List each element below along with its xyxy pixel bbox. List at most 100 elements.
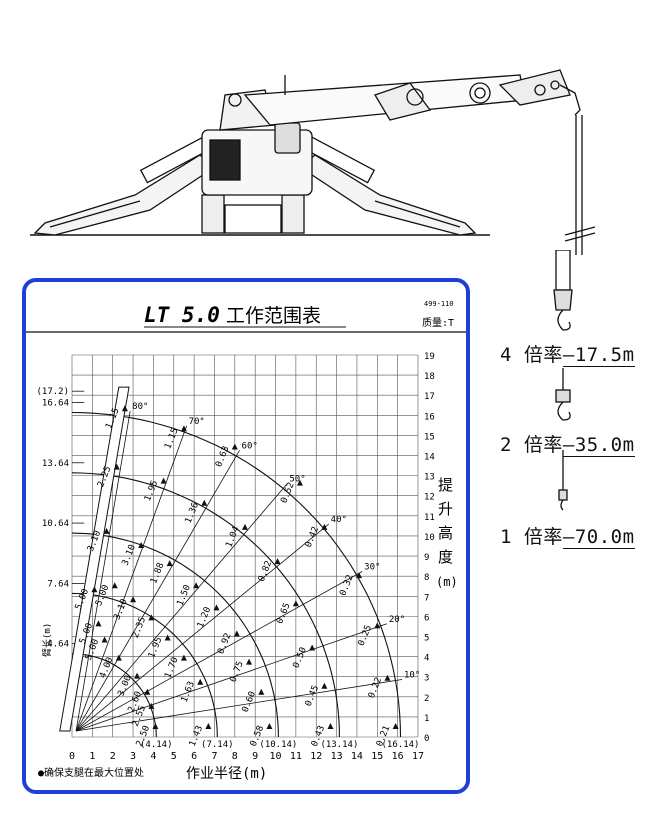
capacity-marker [164, 634, 171, 641]
angle-ray [75, 483, 288, 732]
capacity-marker [148, 614, 155, 621]
x-tick-label: 16 [392, 751, 404, 762]
capacity-marker [258, 688, 265, 695]
x-tick-label: 5 [171, 751, 177, 762]
radius-arc [71, 592, 218, 738]
outrigger-note: ●确保支腿在最大位置处 [38, 766, 144, 779]
capacity-marker [180, 425, 187, 432]
x-axis-label: 作业半径(m) [186, 766, 267, 782]
capacity-marker [111, 582, 118, 589]
hook-rating-4-value: —17.5m [562, 344, 635, 367]
capacity-label: 1.88 [149, 561, 166, 585]
capacity-marker [292, 600, 299, 607]
capacity-marker [121, 405, 128, 412]
y-tick-label: 2 [424, 694, 429, 704]
angle-ray [75, 410, 131, 732]
x-tick-label: 0 [69, 751, 75, 762]
angle-ray [76, 679, 403, 732]
capacity-marker [321, 523, 328, 530]
hook-rating-1-value: —70.0m [562, 526, 635, 549]
angle-label: 40° [331, 515, 347, 525]
y-axis-label-char: 高 [438, 524, 453, 542]
boom-outline [59, 386, 130, 732]
capacity-label: 1.04 [224, 525, 241, 549]
angle-label: 20° [389, 615, 405, 625]
y-axis-label-char: 提 [438, 476, 453, 494]
capacity-marker [213, 604, 220, 611]
x-tick-label: 6 [191, 751, 197, 762]
y-axis-label-char: (m) [436, 575, 458, 589]
capacity-marker [274, 558, 281, 565]
x-tick-label: 10 [270, 751, 282, 762]
capacity-marker [148, 702, 155, 709]
chart-arcs [71, 410, 403, 738]
mass-label: 质量:T [422, 317, 454, 329]
boom-length-label: 臂长(m) [41, 623, 53, 657]
radius-arc [71, 411, 402, 738]
hook-block-illustration [553, 250, 573, 511]
capacity-marker [231, 443, 238, 450]
capacity-marker [296, 479, 303, 486]
angle-label: 50° [289, 474, 305, 484]
capacity-label: 3.10 [121, 543, 138, 567]
angle-ray [75, 450, 240, 732]
capacity-label: 0.45 [304, 684, 321, 708]
hook-rating-2-value: —35.0m [562, 434, 635, 457]
y-tick-label: 6 [424, 613, 429, 623]
capacity-marker [246, 658, 253, 665]
x-tick-label: 2 [110, 751, 116, 762]
x-tick-label: 8 [232, 751, 238, 762]
chart-code: 499-110 [424, 300, 454, 308]
y-tick-label: 12 [424, 493, 435, 503]
capacity-marker [205, 722, 212, 729]
hook-rating-4: 4 倍率—17.5m [500, 340, 635, 367]
capacity-marker [138, 542, 145, 548]
angle-label: 30° [364, 563, 380, 573]
capacity-label: 5.00 [94, 584, 111, 608]
angle-ray [75, 425, 187, 732]
capacity-marker [144, 688, 151, 695]
capacity-label: 0.42 [304, 525, 321, 549]
capacity-label: 0.32 [338, 574, 355, 598]
capacity-label: 1.70 [163, 656, 180, 680]
capacity-label: 1.95 [147, 636, 164, 660]
capacity-label: 0.82 [257, 559, 274, 583]
y-tick-label: 9 [424, 553, 429, 563]
capacity-marker [266, 722, 273, 729]
capacity-label: 0.92 [216, 632, 233, 656]
capacity-marker [321, 682, 328, 689]
radius-arc [71, 532, 279, 738]
angle-ray [75, 623, 387, 732]
y-tick-label: 7 [424, 593, 429, 603]
chart-model: LT 5.0 [144, 303, 220, 327]
y-tick-label: 5 [424, 633, 429, 643]
x-tick-label: 7 [211, 751, 217, 762]
max-radius-label: (7.14) [201, 740, 234, 750]
capacity-label: 1.50 [176, 584, 193, 608]
chart-title: 工作范围表 [226, 305, 321, 327]
capacity-marker [113, 463, 120, 470]
y-axis-label: 提 升 高 度 (m) [436, 476, 458, 589]
capacity-label: 3.10 [112, 598, 129, 622]
capacity-marker [130, 596, 137, 603]
capacity-label: 0.52 [279, 481, 296, 505]
angle-label: 10° [404, 671, 420, 681]
angle-label: 60° [242, 441, 258, 451]
capacity-marker [166, 560, 173, 567]
boom-length-label: 16.64 [42, 398, 69, 408]
y-tick-label: 14 [424, 453, 435, 463]
hook-rating-4-label: 4 倍率 [500, 344, 563, 366]
capacity-marker [201, 499, 208, 506]
capacity-label: 0.63 [214, 445, 231, 469]
y-tick-label: 17 [424, 392, 435, 402]
capacity-label: 2.35 [131, 616, 148, 640]
y-tick-label: 19 [424, 352, 435, 362]
capacity-marker [355, 572, 362, 579]
hook-rating-2: 2 倍率—35.0m [500, 430, 635, 457]
y-tick-label: 10 [424, 533, 435, 543]
y-tick-label: 15 [424, 432, 435, 442]
x-tick-label: 11 [290, 751, 302, 762]
radius-arc [72, 653, 157, 738]
